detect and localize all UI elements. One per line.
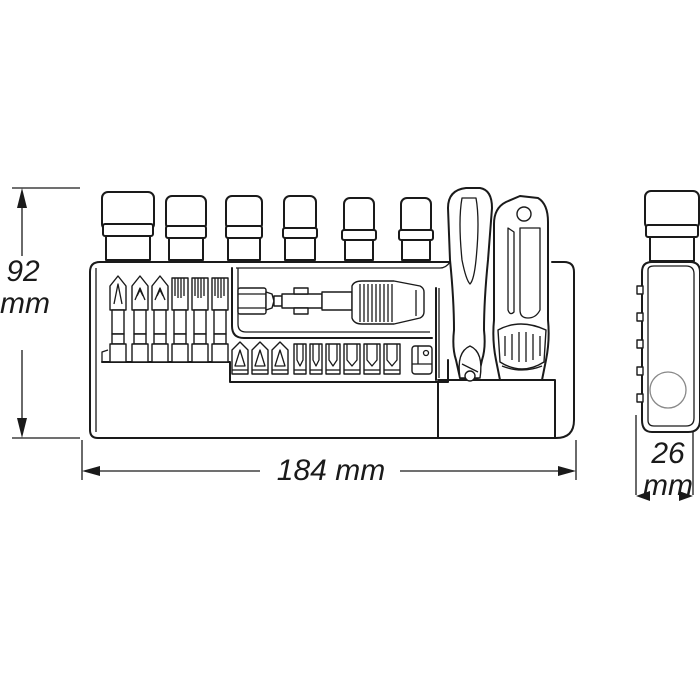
height-dimension bbox=[12, 187, 80, 439]
width-label: 184 mm bbox=[266, 455, 396, 487]
holder-tray bbox=[89, 261, 575, 439]
side-view bbox=[636, 190, 700, 433]
depth-label: 26 mm bbox=[640, 438, 696, 502]
round-marker-icon bbox=[649, 371, 687, 409]
socket-icon bbox=[341, 197, 377, 261]
height-label: 92 mm bbox=[0, 255, 50, 320]
socket-row bbox=[101, 191, 434, 261]
height-unit: mm bbox=[0, 287, 50, 320]
pozidriv-bit-icon bbox=[151, 275, 169, 363]
adapter-icon bbox=[411, 345, 433, 375]
socket-icon bbox=[101, 191, 155, 261]
pozidriv-bit-icon bbox=[131, 275, 149, 363]
pozidriv-short-bit-icon bbox=[271, 341, 289, 375]
torx-short-bit-icon bbox=[309, 343, 323, 375]
depth-unit: mm bbox=[643, 469, 693, 502]
socket-icon bbox=[225, 195, 263, 261]
holder-notches bbox=[636, 285, 644, 403]
torx-short-bit-icon bbox=[293, 343, 307, 375]
bit-holder-icon bbox=[237, 280, 425, 325]
torx-short-bit-icon bbox=[363, 343, 381, 375]
front-view bbox=[89, 187, 575, 439]
phillips-bit-icon bbox=[109, 275, 127, 363]
socket-icon bbox=[398, 197, 434, 261]
width-unit: mm bbox=[335, 454, 386, 487]
width-dimension bbox=[81, 440, 577, 480]
screwdriver-grip-icon bbox=[492, 195, 550, 381]
depth-value: 26 bbox=[651, 437, 685, 470]
torx-bit-icon bbox=[211, 277, 229, 363]
torx-bit-icon bbox=[191, 277, 209, 363]
pozidriv-short-bit-icon bbox=[251, 341, 269, 375]
long-bit-row bbox=[109, 275, 229, 363]
screwdriver-handle-icon bbox=[447, 187, 493, 382]
torx-bit-icon bbox=[171, 277, 189, 363]
torx-short-bit-icon bbox=[343, 343, 361, 375]
width-value: 184 bbox=[276, 454, 327, 487]
height-value: 92 bbox=[6, 255, 40, 288]
side-socket-icon bbox=[644, 190, 700, 262]
pozidriv-short-bit-icon bbox=[231, 341, 249, 375]
torx-short-bit-icon bbox=[383, 343, 401, 375]
socket-icon bbox=[282, 195, 318, 261]
socket-icon bbox=[165, 195, 207, 261]
torx-short-bit-icon bbox=[325, 343, 341, 375]
short-bit-row bbox=[231, 341, 433, 375]
